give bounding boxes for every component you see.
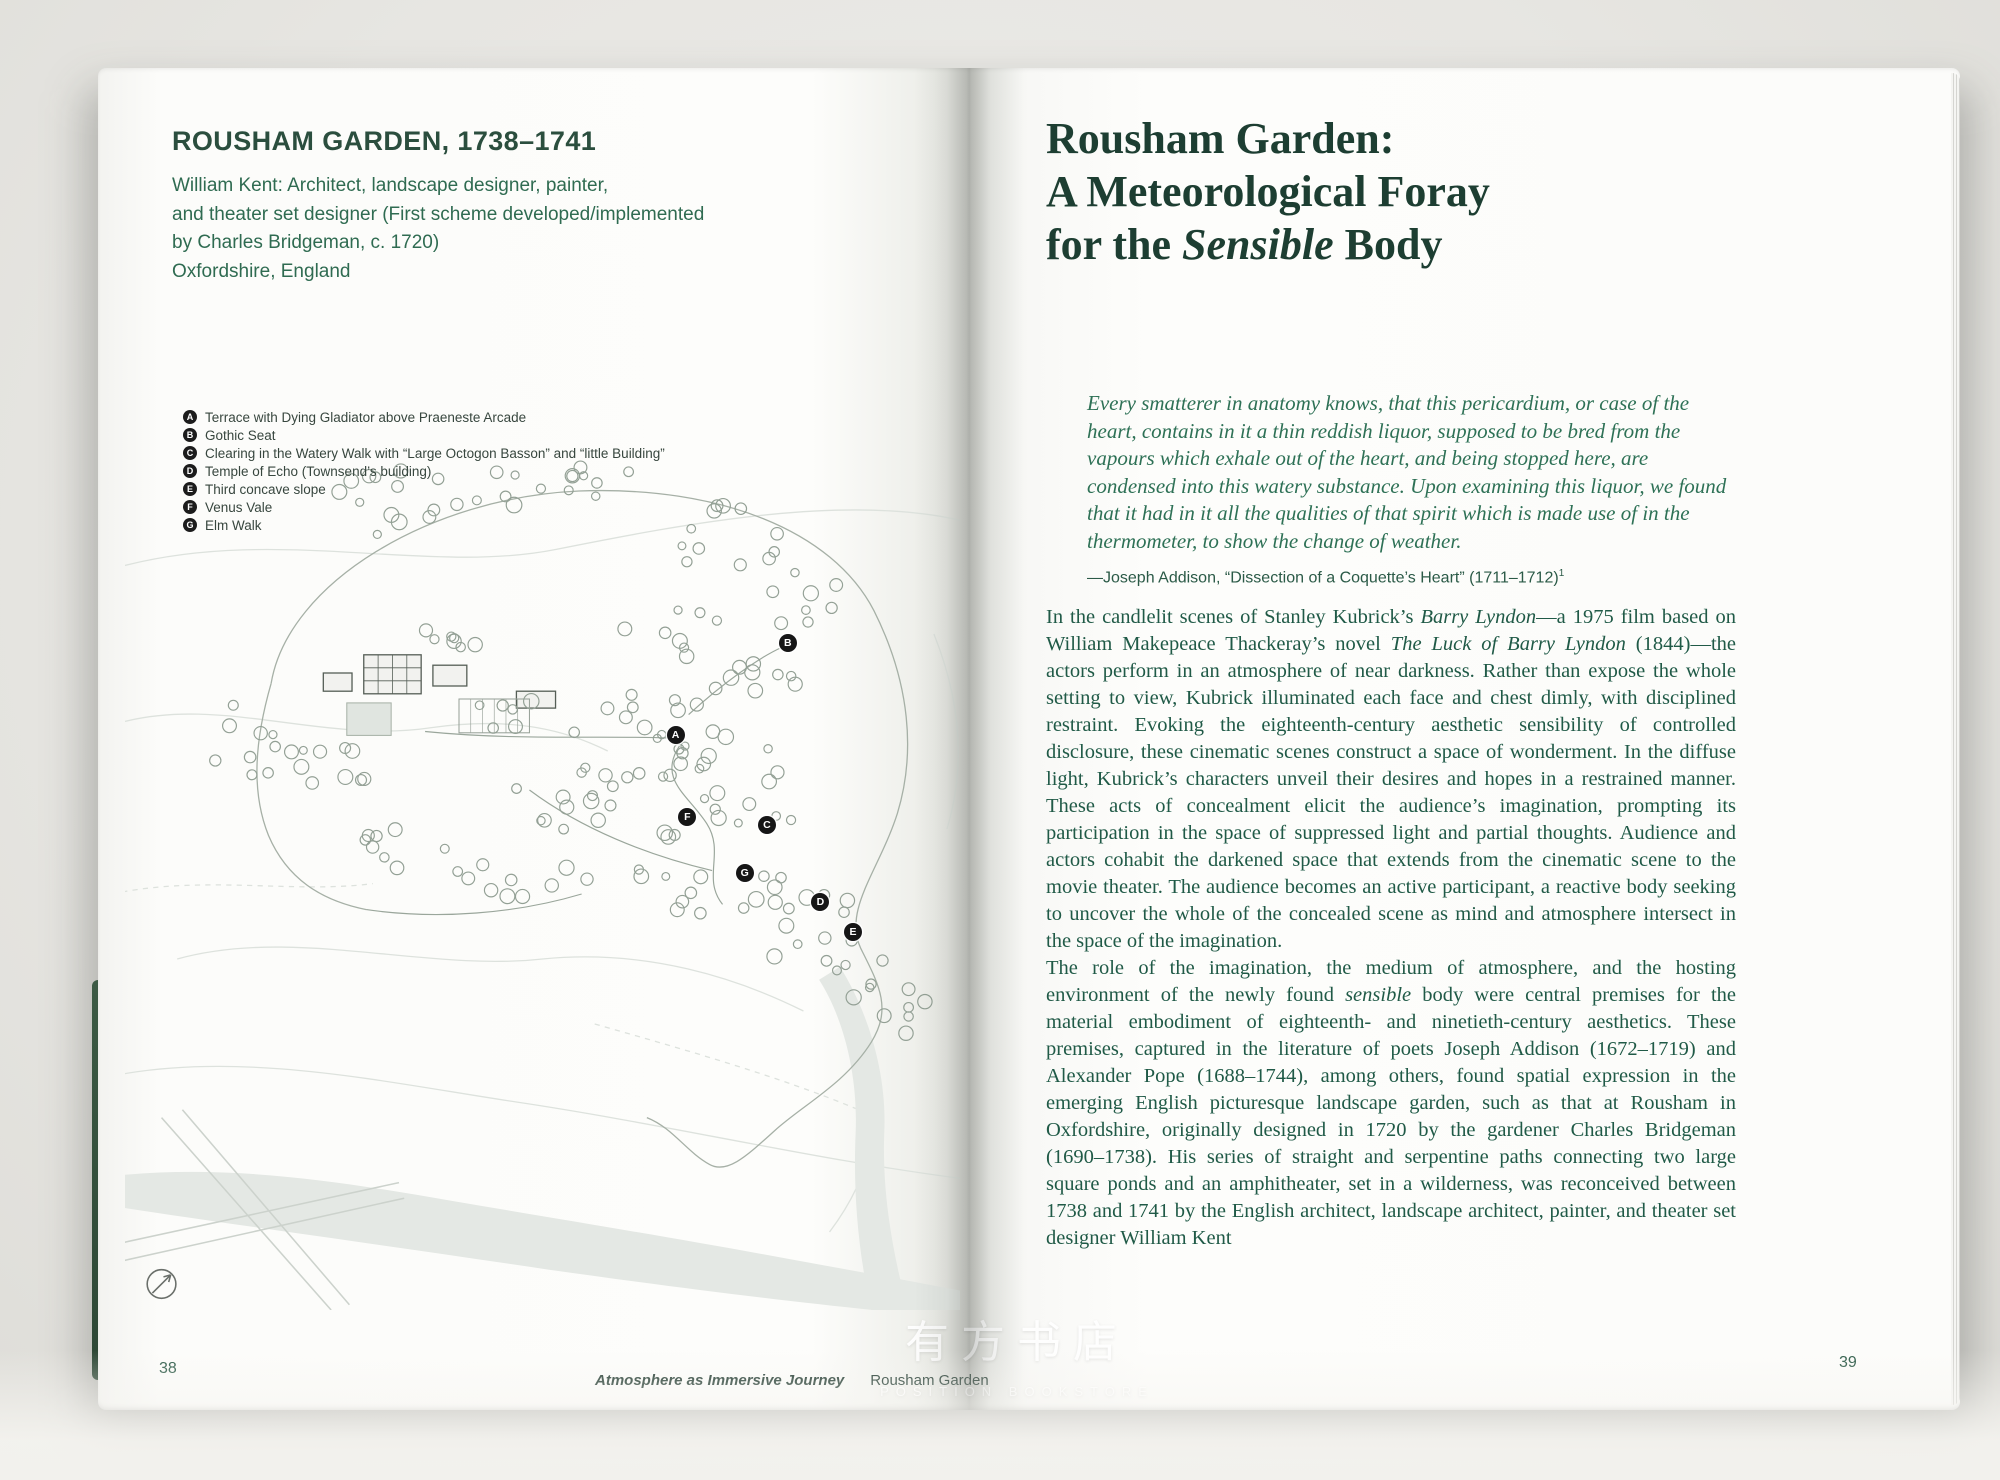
open-book-spread: ROUSHAM GARDEN, 1738–1741 William Kent: … bbox=[98, 68, 1960, 1410]
body-text: In the candlelit scenes of Stanley Kubri… bbox=[1046, 604, 1736, 1252]
subtitle-line: William Kent: Architect, landscape desig… bbox=[172, 175, 609, 196]
garden-plan-map bbox=[125, 460, 960, 1310]
legend-key-badge: F bbox=[183, 500, 197, 514]
legend-item-label: Clearing in the Watery Walk with “Large … bbox=[205, 445, 665, 461]
legend-item: C Clearing in the Watery Walk with “Large… bbox=[183, 444, 665, 462]
left-page-number: 38 bbox=[159, 1360, 177, 1377]
legend-key-badge: B bbox=[183, 428, 197, 442]
legend-item: G Elm Walk bbox=[183, 516, 665, 534]
legend-item: A Terrace with Dying Gladiator above Prae… bbox=[183, 408, 665, 426]
body-paragraph-1: In the candlelit scenes of Stanley Kubri… bbox=[1046, 606, 1736, 952]
epigraph-quote: Every smatterer in anatomy knows, that t… bbox=[1087, 391, 1727, 553]
river bbox=[125, 966, 960, 1310]
legend-item-label: Venus Vale bbox=[205, 499, 273, 515]
chapter-title-line: Rousham Garden: bbox=[1046, 114, 1395, 163]
map-marker-F: F bbox=[678, 808, 697, 827]
legend-item-label: Third concave slope bbox=[205, 481, 326, 497]
map-marker-C: C bbox=[757, 816, 776, 835]
tree-symbols bbox=[209, 460, 933, 1041]
right-page-number: 39 bbox=[1839, 1354, 1857, 1371]
quote-attribution: —Joseph Addison, “Dissection of a Coquet… bbox=[1087, 568, 1565, 587]
body-paragraph-2: The role of the imagination, the medium … bbox=[1046, 957, 1736, 1249]
subtitle-line: and theater set designer (First scheme d… bbox=[172, 203, 705, 225]
map-legend: A Terrace with Dying Gladiator above Prae… bbox=[183, 408, 665, 534]
running-footer: Atmosphere as Immersive Journey Rousham … bbox=[595, 1372, 989, 1389]
north-arrow-icon bbox=[146, 1268, 177, 1300]
map-marker-B: B bbox=[778, 634, 797, 653]
map-marker-G: G bbox=[735, 864, 754, 883]
legend-item-label: Terrace with Dying Gladiator above Praen… bbox=[205, 409, 527, 425]
chapter-title-line: A Meteorological Foray bbox=[1046, 167, 1490, 216]
garden-boundary bbox=[256, 489, 909, 1168]
legend-key-badge: G bbox=[183, 518, 197, 532]
legend-item-label: Gothic Seat bbox=[205, 427, 276, 443]
legend-item: E Third concave slope bbox=[183, 480, 665, 498]
subtitle-line: by Charles Bridgeman, c. 1720) bbox=[172, 232, 440, 253]
contour-lines bbox=[125, 509, 960, 1233]
legend-item: D Temple of Echo (Townsend’s building) bbox=[183, 462, 665, 480]
garden-paths bbox=[366, 646, 783, 916]
subtitle-line: Oxfordshire, England bbox=[172, 260, 351, 282]
buildings bbox=[322, 654, 557, 709]
legend-item: B Gothic Seat bbox=[183, 426, 665, 444]
watermark-latin-text: POSITION BOOKSTORE bbox=[880, 1384, 1154, 1399]
left-page-title: ROUSHAM GARDEN, 1738–1741 bbox=[172, 126, 597, 156]
roads bbox=[125, 1109, 405, 1310]
left-page-subtitle: William Kent: Architect, landscape desig… bbox=[172, 172, 704, 286]
legend-item: F Venus Vale bbox=[183, 498, 665, 516]
chapter-title: Rousham Garden: A Meteorological Foray f… bbox=[1046, 112, 1806, 271]
footer-chapter-title: Rousham Garden bbox=[870, 1372, 989, 1389]
legend-key-badge: A bbox=[183, 410, 197, 424]
right-page bbox=[969, 68, 1960, 1410]
chapter-title-line: for the Sensible Body bbox=[1046, 220, 1443, 269]
map-marker-E: E bbox=[844, 922, 863, 941]
legend-item-label: Temple of Echo (Townsend’s building) bbox=[205, 463, 432, 479]
footer-series-title: Atmosphere as Immersive Journey bbox=[595, 1372, 845, 1389]
legend-key-badge: C bbox=[183, 446, 197, 460]
legend-item-label: Elm Walk bbox=[205, 517, 262, 533]
map-marker-A: A bbox=[666, 726, 685, 745]
map-marker-D: D bbox=[811, 892, 830, 911]
legend-key-badge: E bbox=[183, 482, 197, 496]
legend-key-badge: D bbox=[183, 464, 197, 478]
